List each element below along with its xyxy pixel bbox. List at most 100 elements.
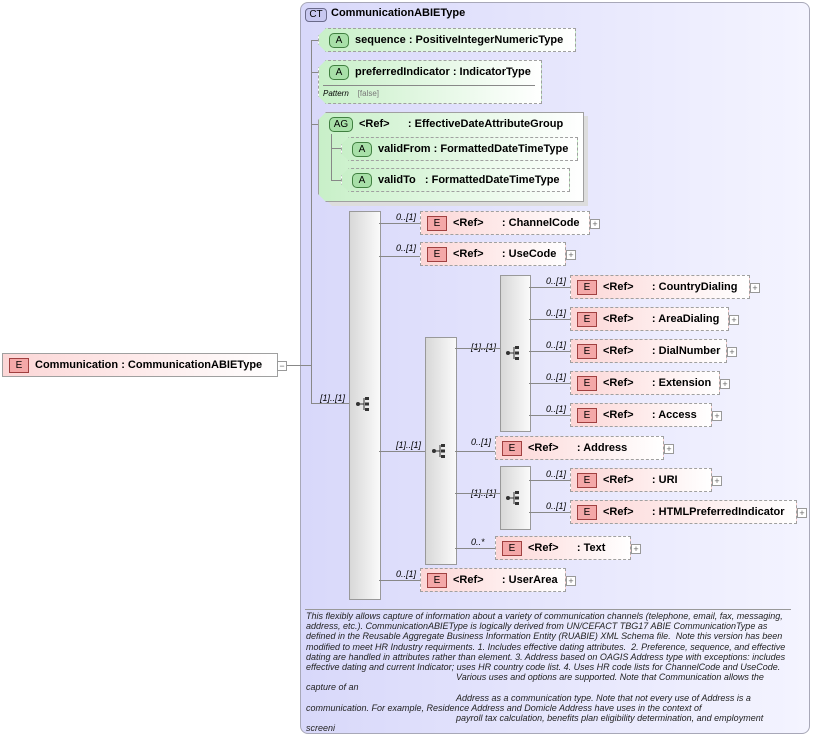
element-badge: E (427, 572, 447, 588)
attribute-group-type: : EffectiveDateAttributeGroup (407, 118, 564, 130)
attribute-name: validFrom (378, 143, 431, 155)
element-ref-label: <Ref> (603, 474, 634, 486)
connector (311, 72, 319, 73)
connector (311, 40, 319, 41)
connector (300, 365, 311, 366)
element-cardinality: 0..[1] (546, 404, 567, 414)
connector (331, 134, 332, 181)
element-ref-label: <Ref> (453, 217, 484, 229)
attribute-group-badge: AG (329, 117, 353, 132)
element-ref[interactable]: E <Ref> : Access (570, 403, 712, 427)
element-badge: E (577, 375, 597, 391)
element-badge: E (577, 407, 597, 423)
expand-button[interactable]: + (720, 379, 730, 389)
expand-button[interactable]: + (631, 544, 641, 554)
element-ref[interactable]: E<Ref> : Address (495, 436, 664, 460)
complex-type-badge: CT (305, 8, 327, 22)
element-ref[interactable]: E<Ref> : DialNumber (570, 339, 727, 363)
attribute-type: : IndicatorType (452, 66, 531, 78)
attribute-badge: A (352, 142, 372, 157)
expand-button[interactable]: + (729, 315, 739, 325)
sequence-cardinality: [1]..[1] (320, 393, 346, 403)
attribute-type: : PositiveIntegerNumericType (408, 34, 564, 46)
element-ref[interactable]: E<Ref> : UseCode (420, 242, 566, 266)
element-ref-label: <Ref> (603, 377, 634, 389)
expand-button[interactable]: + (566, 576, 576, 586)
element-badge: E (577, 504, 597, 520)
element-cardinality: 0..[1] (396, 212, 417, 222)
connector (529, 351, 570, 352)
sequence-cardinality: [1]..[1] (471, 342, 497, 352)
element-type: : Extension (651, 377, 712, 389)
attribute-badge: A (352, 173, 372, 188)
connector (455, 451, 495, 452)
expand-button[interactable]: + (712, 476, 722, 486)
element-ref-label: <Ref> (603, 409, 634, 421)
connector (529, 287, 570, 288)
element-ref[interactable]: E <Ref> : Text (495, 536, 631, 560)
attribute-group-ref: <Ref> (359, 118, 390, 130)
element-ref[interactable]: E <Ref> : Extension (570, 371, 720, 395)
root-element-type: : CommunicationABIEType (121, 359, 263, 371)
element-type: : Access (651, 409, 697, 421)
sequence-icon (356, 397, 369, 411)
attribute-type: : FormattedDateTimeType (433, 143, 569, 155)
attribute-badge: A (329, 33, 349, 48)
element-cardinality: 0..[1] (546, 469, 567, 479)
element-type: : URI (651, 474, 678, 486)
element-badge: E (502, 440, 522, 456)
connector (379, 451, 425, 452)
element-cardinality: 0..[1] (546, 308, 567, 318)
element-ref[interactable]: E<Ref> : AreaDialing (570, 307, 729, 331)
expand-button[interactable]: + (590, 219, 600, 229)
element-badge: E (502, 540, 522, 556)
element-badge: E (577, 472, 597, 488)
attribute-name: sequence (355, 34, 406, 46)
element-cardinality: 0..[1] (396, 243, 417, 253)
element-ref[interactable]: E<Ref> : UserArea (420, 568, 566, 592)
expand-button[interactable]: + (727, 347, 737, 357)
divider (305, 609, 791, 610)
element-cardinality: 0..[1] (546, 501, 567, 511)
element-type: : Address (576, 442, 628, 454)
element-cardinality: 0..[1] (546, 372, 567, 382)
element-ref-label: <Ref> (453, 248, 484, 260)
connector (331, 148, 342, 149)
element-type: : ChannelCode (501, 217, 580, 229)
attribute-name: validTo (378, 174, 416, 186)
connector (455, 493, 500, 494)
expand-button[interactable]: + (566, 250, 576, 260)
element-badge: E (577, 343, 597, 359)
element-badge: E (577, 311, 597, 327)
sequence-cardinality: [1]..[1] (396, 440, 422, 450)
element-ref[interactable]: E<Ref> : CountryDialing (570, 275, 750, 299)
element-ref-label: <Ref> (453, 574, 484, 586)
connector (529, 415, 570, 416)
element-ref[interactable]: E<Ref> : HTMLPreferredIndicator (570, 500, 797, 524)
expand-button[interactable]: + (712, 411, 722, 421)
element-cardinality: 0..[1] (396, 569, 417, 579)
attribute-type: : FormattedDateTimeType (424, 174, 560, 186)
connector (455, 548, 495, 549)
expand-button[interactable]: + (664, 444, 674, 454)
root-element-communication[interactable]: E Communication : CommunicationABIEType (2, 353, 278, 377)
collapse-button[interactable]: − (277, 361, 287, 371)
element-type: : Text (576, 542, 606, 554)
connector (287, 365, 300, 366)
element-ref[interactable]: E <Ref> : URI (570, 468, 712, 492)
complex-type-title: CommunicationABIEType (331, 7, 466, 19)
attribute-badge: A (329, 65, 349, 80)
expand-button[interactable]: + (750, 283, 760, 293)
connector (311, 40, 312, 403)
connector (311, 403, 349, 404)
description: This flexibly allows capture of informat… (306, 611, 786, 734)
element-cardinality: 0..[1] (546, 276, 567, 286)
element-type: : UseCode (501, 248, 557, 260)
expand-button[interactable]: + (797, 508, 807, 518)
element-ref-label: <Ref> (528, 542, 559, 554)
element-ref[interactable]: E<Ref> : ChannelCode (420, 211, 590, 235)
